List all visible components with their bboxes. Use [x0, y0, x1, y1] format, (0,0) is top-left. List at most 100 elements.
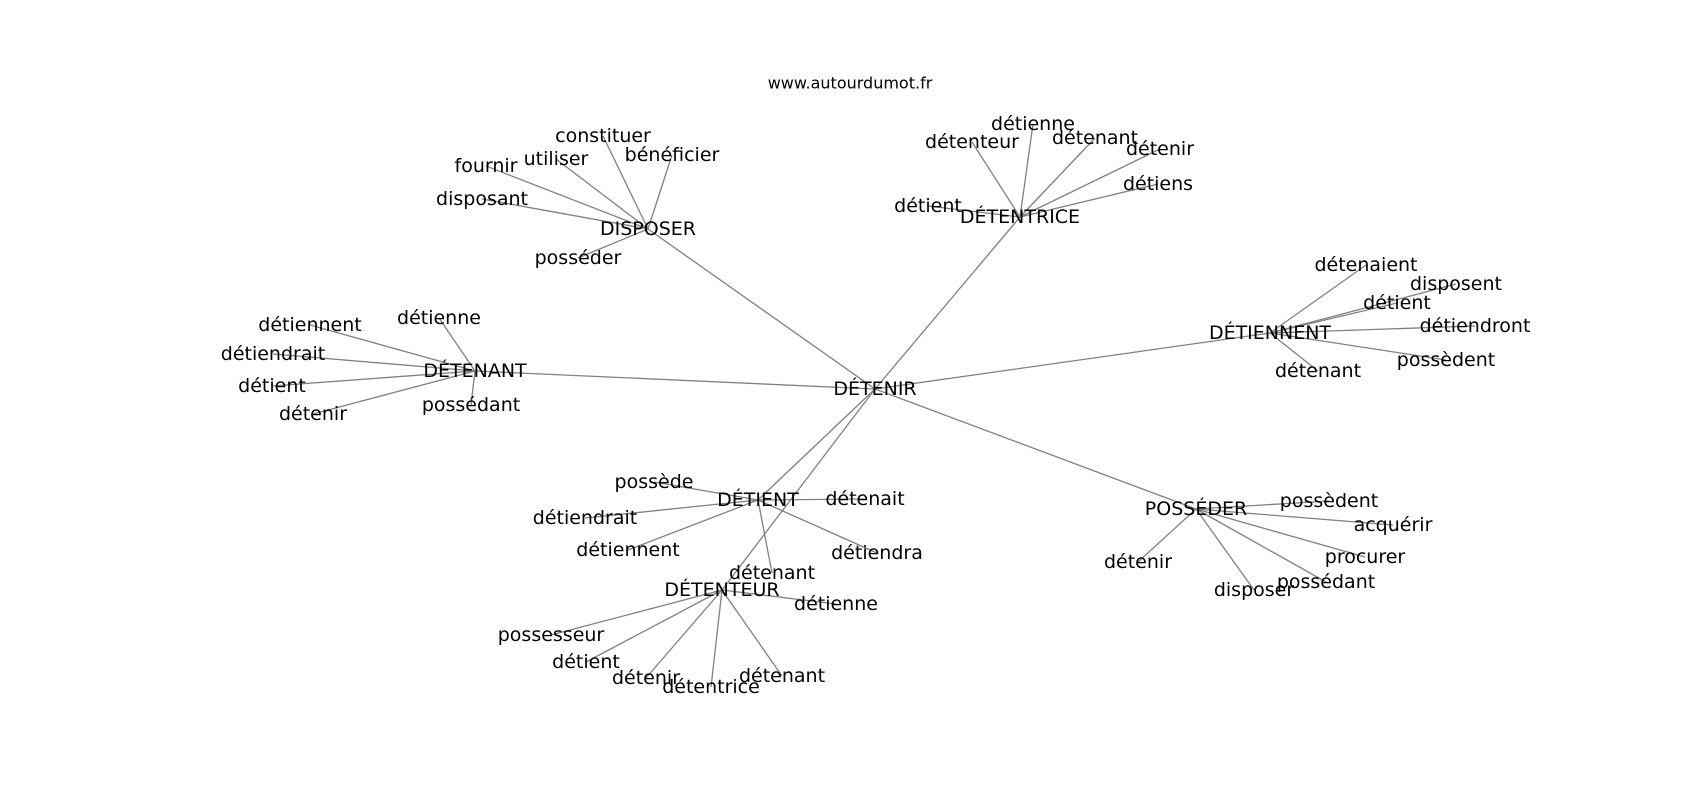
word-node[interactable]: posséder: [535, 247, 622, 269]
edge-0-4: [481, 198, 649, 230]
word-node[interactable]: détiendront: [1420, 315, 1531, 337]
word-node[interactable]: détenir: [1126, 138, 1194, 160]
word-node[interactable]: détiendrait: [533, 507, 637, 529]
edge-center-1: [874, 216, 1021, 390]
edge-2-4: [1269, 332, 1447, 361]
edge-1-3: [1019, 148, 1161, 218]
edge-center-2: [874, 332, 1271, 390]
edge-2-3: [1269, 325, 1476, 334]
hub-node[interactable]: DÉTENTEUR: [664, 578, 779, 601]
edge-3-3: [271, 370, 476, 387]
edges-layer: [271, 123, 1476, 688]
edge-5-5: [721, 589, 783, 677]
word-node[interactable]: détenant: [1275, 360, 1361, 382]
word-node[interactable]: possèdent: [1397, 349, 1495, 371]
word-node[interactable]: détient: [552, 651, 620, 673]
word-node[interactable]: détiennent: [576, 539, 679, 561]
hub-node[interactable]: DÉTIENNENT: [1209, 321, 1331, 344]
edge-center-5: [721, 388, 876, 591]
word-node[interactable]: disposant: [436, 188, 528, 210]
word-node[interactable]: fournir: [455, 155, 518, 177]
edge-0-3: [485, 165, 649, 230]
word-node[interactable]: détiendra: [831, 542, 923, 564]
site-title: www.autourdumot.fr: [768, 74, 933, 93]
hub-node[interactable]: DÉTIENT: [717, 488, 799, 511]
center-node[interactable]: DÉTENIR: [833, 377, 916, 400]
edge-4-2: [757, 498, 866, 501]
edge-6-4: [1137, 508, 1197, 563]
word-node[interactable]: possèdent: [1280, 490, 1378, 512]
word-node[interactable]: bénéficier: [625, 144, 720, 166]
labels-layer: www.autourdumot.fr DÉTENIR DISPOSER consti…: [221, 74, 1531, 699]
edge-5-2: [585, 589, 723, 663]
edge-5-0: [721, 589, 837, 605]
edge-5-4: [710, 589, 723, 688]
edge-3-1: [438, 317, 476, 372]
edge-6-2: [1195, 508, 1366, 558]
edge-3-4: [312, 370, 476, 415]
edge-1-2: [1019, 137, 1096, 218]
edge-2-5: [1269, 332, 1319, 372]
edge-0-1: [647, 154, 673, 230]
word-node[interactable]: disposer: [1214, 579, 1295, 601]
word-node[interactable]: possède: [615, 471, 694, 493]
word-node[interactable]: détenant: [729, 562, 815, 584]
word-node[interactable]: détienne: [794, 593, 878, 615]
edge-center-6: [874, 388, 1197, 510]
edge-0-2: [555, 158, 649, 230]
edge-1-4: [1019, 183, 1159, 218]
word-node[interactable]: détiennent: [258, 314, 361, 336]
word-node[interactable]: constituer: [555, 125, 651, 147]
word-node[interactable]: procurer: [1325, 546, 1406, 568]
word-node[interactable]: détiens: [1123, 173, 1193, 195]
edge-0-5: [577, 228, 649, 259]
edge-3-5: [470, 370, 476, 406]
word-node[interactable]: utiliser: [524, 148, 589, 170]
edge-6-1: [1195, 508, 1394, 526]
word-node[interactable]: détienne: [991, 113, 1075, 135]
word-node[interactable]: possesseur: [498, 624, 605, 646]
word-node[interactable]: détenteur: [925, 131, 1019, 153]
edge-4-5: [757, 499, 773, 574]
word-node[interactable]: détenir: [1104, 551, 1172, 573]
edge-1-5: [927, 205, 1021, 218]
hub-node[interactable]: POSSÉDER: [1145, 497, 1247, 520]
edge-2-2: [1269, 302, 1398, 334]
hub-node[interactable]: DISPOSER: [600, 218, 696, 240]
word-node[interactable]: détenant: [739, 665, 825, 687]
word-node[interactable]: détentrice: [662, 676, 760, 698]
edge-center-3: [474, 370, 876, 390]
word-node[interactable]: détiendrait: [221, 343, 325, 365]
edge-5-3: [645, 589, 723, 679]
edge-3-0: [309, 324, 476, 372]
word-node[interactable]: détenir: [279, 403, 347, 425]
edge-5-1: [550, 589, 723, 636]
word-node[interactable]: possédant: [422, 394, 520, 416]
hub-node[interactable]: DÉTENANT: [423, 359, 527, 382]
word-node[interactable]: détient: [894, 195, 962, 217]
word-node[interactable]: possédant: [1277, 571, 1375, 593]
word-node[interactable]: disposent: [1410, 273, 1502, 295]
edge-4-3: [627, 499, 759, 551]
edge-4-0: [653, 481, 759, 501]
word-node[interactable]: détienne: [397, 307, 481, 329]
edge-1-1: [971, 141, 1021, 218]
edge-1-0: [1019, 123, 1034, 218]
word-node[interactable]: détenir: [612, 667, 680, 689]
edge-6-3: [1195, 508, 1327, 583]
word-node[interactable]: détenait: [825, 488, 904, 510]
word-node[interactable]: acquérir: [1354, 514, 1433, 536]
edge-0-0: [602, 135, 649, 230]
word-node[interactable]: détient: [238, 375, 306, 397]
word-node[interactable]: détenaient: [1314, 254, 1417, 276]
edge-4-4: [757, 499, 878, 554]
edge-6-0: [1195, 500, 1330, 510]
edge-3-2: [272, 353, 476, 372]
edge-6-5: [1195, 508, 1255, 591]
word-node[interactable]: détenant: [1052, 127, 1138, 149]
edge-center-4: [757, 388, 876, 501]
hub-node[interactable]: DÉTENTRICE: [960, 205, 1080, 228]
edge-2-0: [1269, 264, 1367, 334]
word-node[interactable]: détient: [1363, 292, 1431, 314]
